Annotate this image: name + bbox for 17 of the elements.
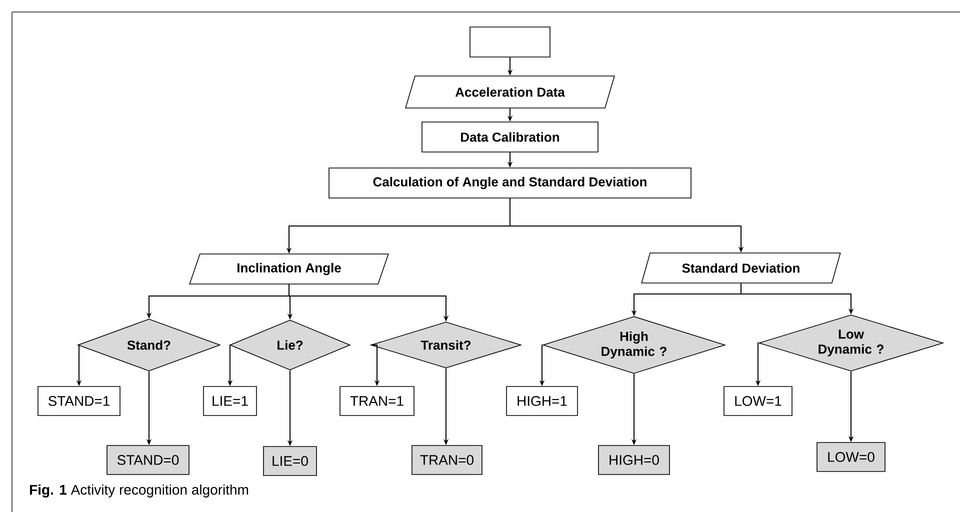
result-box: TRAN=1 [340,386,414,416]
process-box [470,26,550,58]
result-box: LIE=1 [203,386,257,416]
figure-caption: Fig. 1 Activity recognition algorithm [30,484,248,498]
result-box: HIGH=0 [598,445,670,475]
process-box: Calculation of Angle and Standard Deviation [328,168,692,198]
result-box: LIE=0 [263,446,317,476]
result-box: STAND=0 [106,445,190,475]
data-parallelogram: Acceleration Data [405,76,615,108]
result-box: LOW=1 [724,386,792,416]
result-box: TRAN=0 [412,445,482,475]
result-box: STAND=1 [38,386,120,416]
result-box: LOW=0 [816,442,886,472]
data-parallelogram: Inclination Angle [189,254,389,284]
result-box: HIGH=1 [506,386,578,416]
process-box: Data Calibration [422,122,598,152]
data-parallelogram: Standard Deviation [641,252,841,284]
